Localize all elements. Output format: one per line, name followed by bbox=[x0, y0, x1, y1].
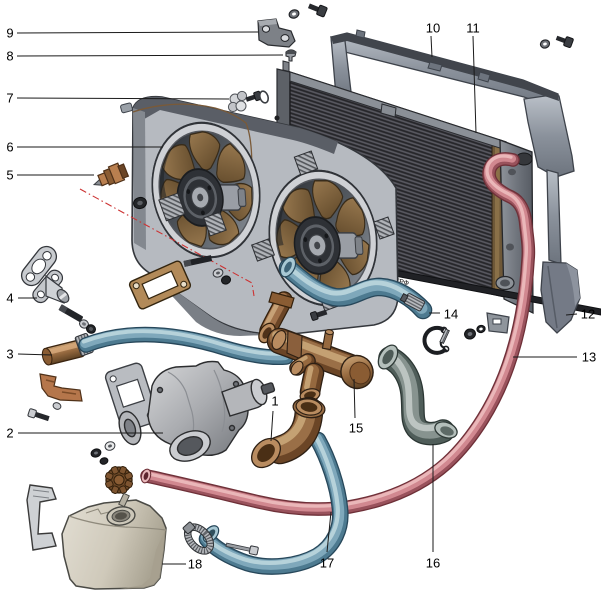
svg-text:12: 12 bbox=[581, 307, 595, 322]
svg-text:2: 2 bbox=[6, 426, 13, 441]
svg-text:4: 4 bbox=[6, 291, 13, 306]
svg-text:15: 15 bbox=[349, 421, 363, 436]
svg-text:9: 9 bbox=[6, 26, 13, 41]
svg-text:1: 1 bbox=[271, 394, 278, 409]
svg-text:11: 11 bbox=[466, 21, 480, 36]
svg-text:10: 10 bbox=[426, 21, 440, 36]
svg-text:5: 5 bbox=[6, 168, 13, 183]
svg-text:18: 18 bbox=[188, 557, 202, 572]
svg-text:17: 17 bbox=[320, 556, 334, 571]
svg-text:6: 6 bbox=[6, 140, 13, 155]
svg-text:3: 3 bbox=[6, 347, 13, 362]
svg-text:7: 7 bbox=[6, 91, 13, 106]
svg-text:13: 13 bbox=[582, 350, 596, 365]
svg-text:8: 8 bbox=[6, 49, 13, 64]
svg-text:16: 16 bbox=[426, 556, 440, 571]
svg-text:14: 14 bbox=[444, 307, 458, 322]
